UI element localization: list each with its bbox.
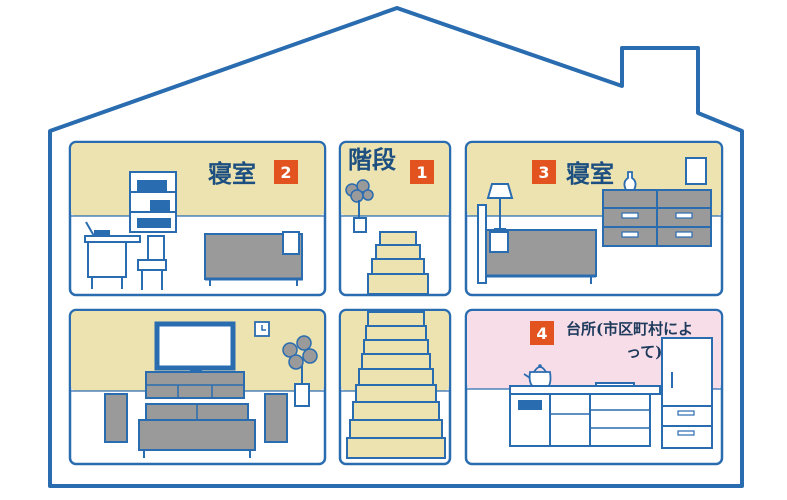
staircase-icon — [367, 231, 429, 295]
room-label-bedroom-left: 寝室 — [208, 159, 256, 188]
bed-icon — [204, 231, 303, 286]
badge-number-1: 1 — [416, 163, 427, 182]
refrigerator-icon — [661, 337, 713, 449]
bed-icon — [477, 204, 597, 284]
badge-number-3: 3 — [538, 163, 549, 182]
badge-1: 1 — [410, 160, 434, 184]
lamp-icon — [486, 183, 514, 232]
staircase-icon — [346, 311, 446, 459]
room-stairs-top: 階段 1 — [338, 140, 452, 297]
clock-icon — [254, 321, 270, 337]
desk-icon — [84, 221, 141, 289]
room-living — [68, 308, 327, 466]
room-kitchen: 4 台所(市区町村によ って) — [464, 308, 724, 466]
plant-icon — [345, 179, 374, 233]
plant-icon — [282, 335, 318, 407]
tv-icon — [154, 321, 236, 372]
room-bedroom-left: 寝室 2 — [68, 140, 327, 297]
chair-icon — [137, 235, 167, 290]
dresser-icon — [602, 189, 712, 247]
badge-number-2: 2 — [280, 163, 291, 182]
badge-number-4: 4 — [536, 324, 547, 343]
badge-2: 2 — [274, 160, 298, 184]
room-label-stairs: 階段 — [348, 145, 396, 174]
picture-frame-icon — [685, 157, 707, 185]
kitchen-counter-icon — [509, 385, 661, 447]
bookshelf-icon — [129, 171, 177, 233]
room-bedroom-right: 3 寝室 — [464, 140, 724, 297]
tv-stand-icon — [145, 371, 245, 399]
kitchen-note-line-1: 台所(市区町村によ — [566, 320, 693, 338]
room-label-bedroom-right: 寝室 — [566, 159, 614, 188]
room-stairs-bottom — [338, 308, 452, 466]
badge-4: 4 — [530, 321, 554, 345]
sofa-icon — [104, 393, 288, 458]
kitchen-note-line-2: って) — [626, 343, 662, 361]
badge-3: 3 — [532, 160, 556, 184]
